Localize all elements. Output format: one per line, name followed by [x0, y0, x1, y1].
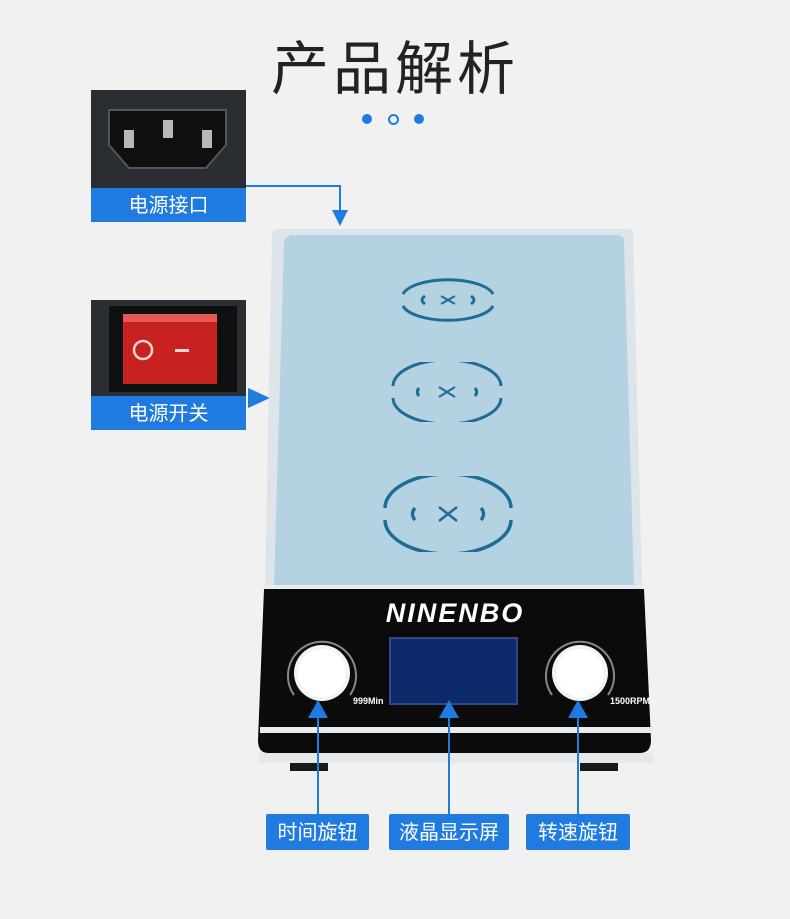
- power-socket-icon: [91, 90, 246, 188]
- power-switch-label: 电源开关: [91, 396, 246, 430]
- brand-logo: NINENBO: [385, 598, 525, 628]
- lcd-screen-label: 液晶显示屏: [389, 814, 509, 850]
- arrow-up-icon: [568, 700, 588, 718]
- power-port-label: 电源接口: [91, 188, 246, 222]
- timer-knob-label: 时间旋钮: [266, 814, 369, 850]
- pagination-dots: [362, 112, 432, 126]
- arrow-up-icon: [308, 700, 328, 718]
- connector-line: [339, 185, 341, 213]
- speed-knob-label: 转速旋钮: [526, 814, 630, 850]
- stir-position-icon: [383, 476, 513, 552]
- timer-max-label: 999Min: [353, 696, 384, 706]
- rocker-switch-icon: [91, 300, 246, 396]
- power-port-photo: [91, 90, 246, 188]
- arrow-up-icon: [439, 700, 459, 718]
- arrow-down-icon: [332, 210, 348, 226]
- pagination-dot-active: [388, 114, 399, 125]
- connector-line: [246, 185, 340, 187]
- magnetic-stirrer-device: [258, 229, 654, 771]
- power-switch-photo: [91, 300, 246, 396]
- speed-max-label: 1500RPM: [610, 696, 651, 706]
- arrow-right-icon: [248, 388, 270, 408]
- connector-line: [577, 716, 579, 816]
- pagination-dot: [362, 114, 372, 124]
- connector-line: [448, 716, 450, 816]
- stir-position-icon: [391, 362, 503, 422]
- pagination-dot: [414, 114, 424, 124]
- stir-position-icon: [401, 278, 495, 322]
- page-title: 产品解析: [270, 35, 519, 103]
- connector-line: [317, 716, 319, 816]
